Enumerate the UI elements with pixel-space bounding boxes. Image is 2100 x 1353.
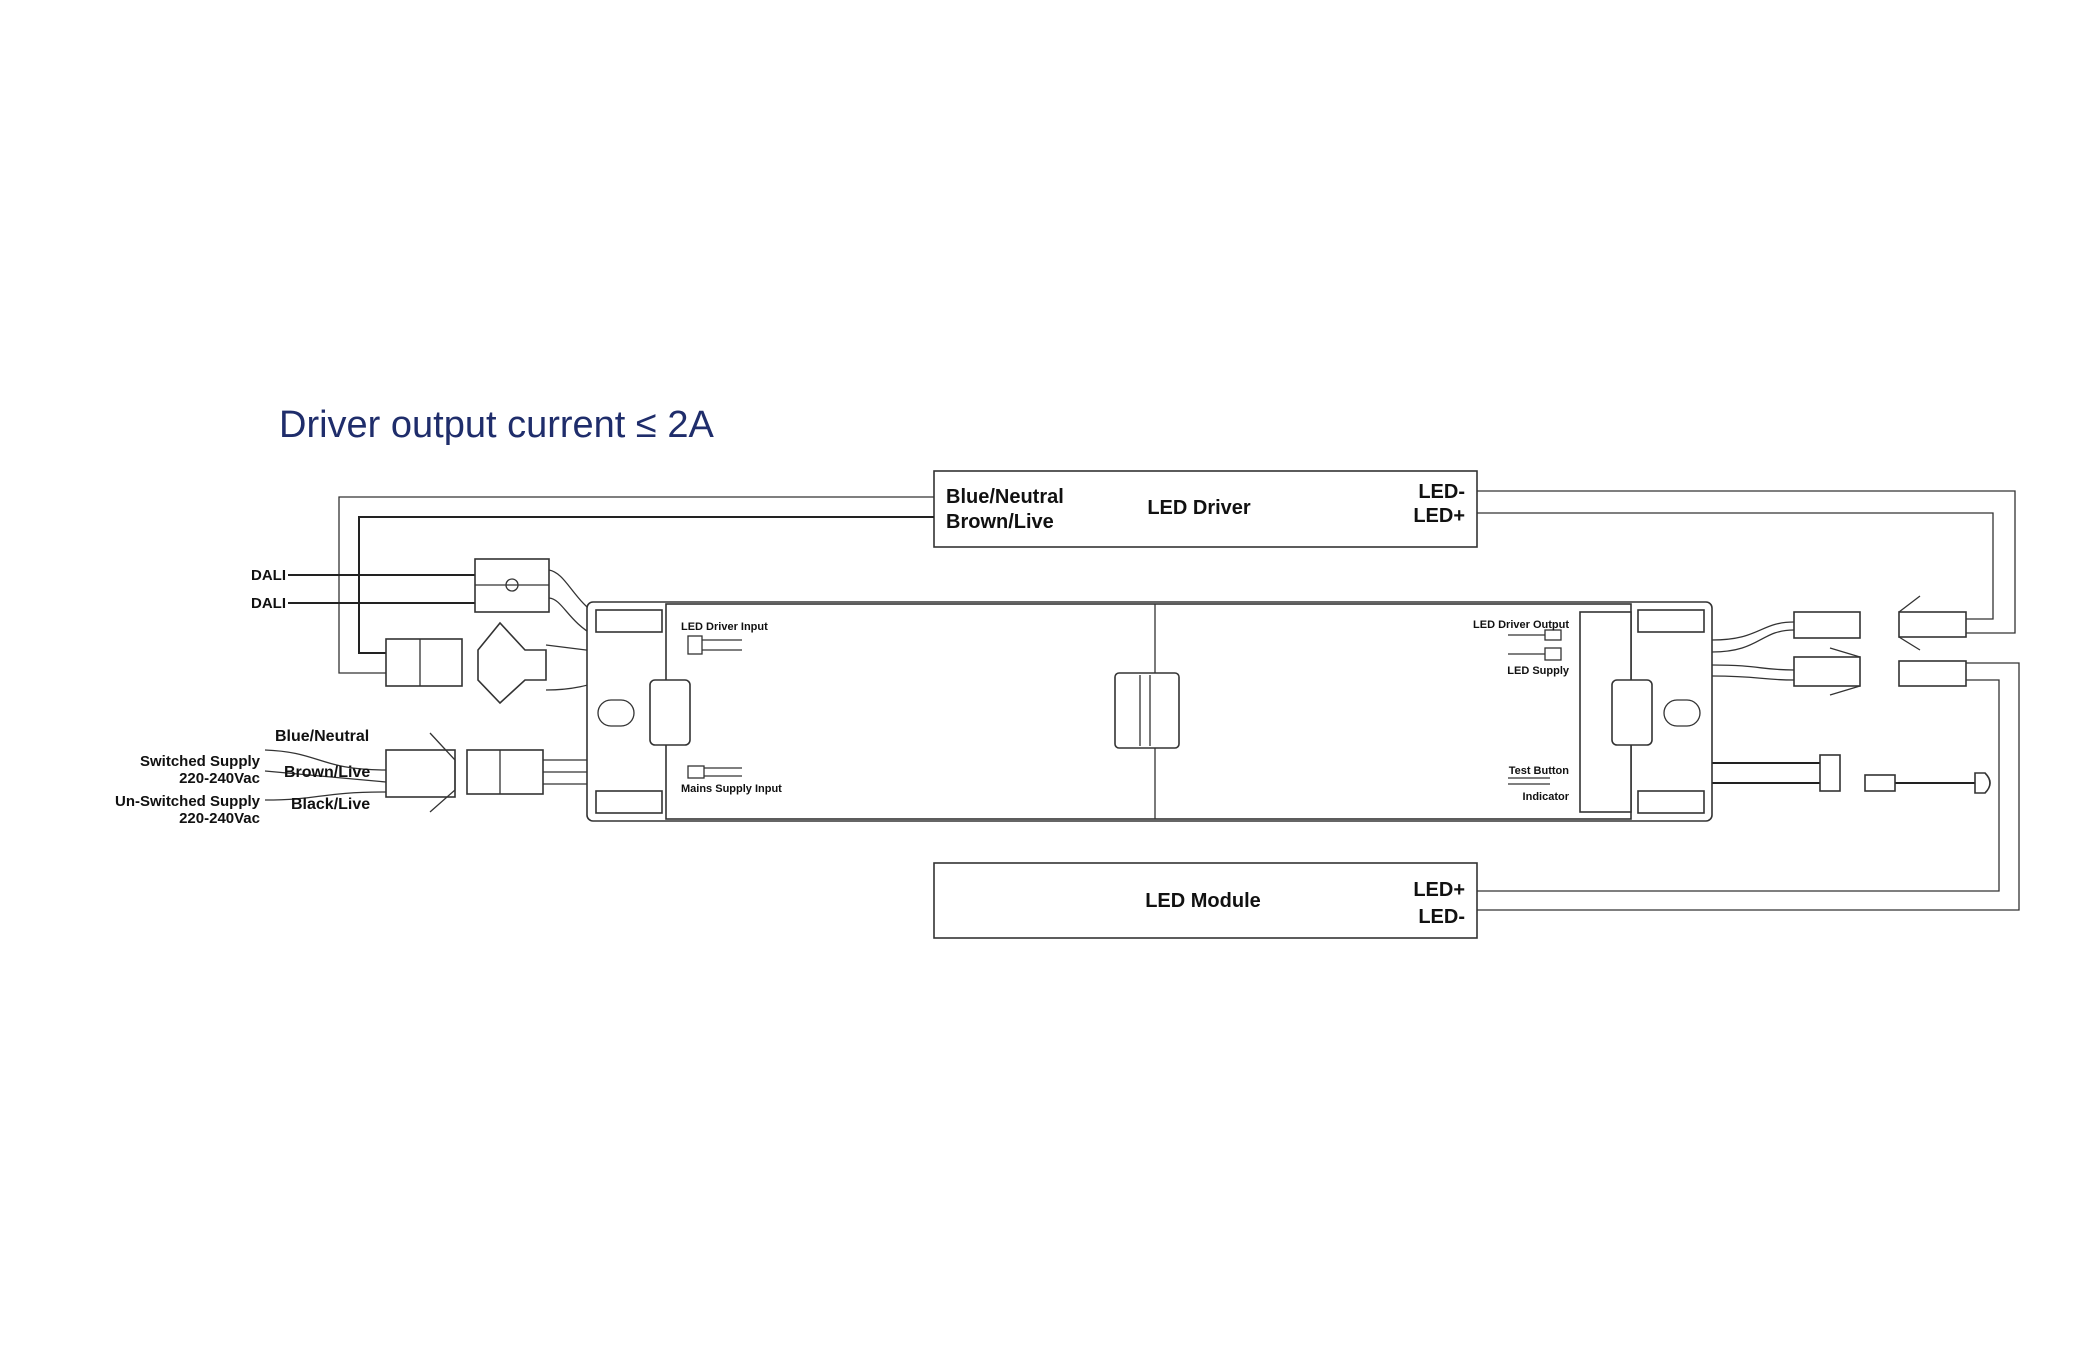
module-in-pos: LED+ <box>1413 879 1465 901</box>
diagram-title: Driver output current ≤ 2A <box>279 404 714 446</box>
led-driver-input-port <box>687 635 703 655</box>
input-labels: DALI DALI Blue/Neutral Brown/Live Black/… <box>115 567 370 827</box>
led-module-box: LED Module LED+ LED- <box>933 862 1478 939</box>
connectors <box>385 558 1991 813</box>
mains-supply-input-port <box>687 765 705 779</box>
label-switched-voltage: 220-240Vac <box>179 770 260 787</box>
label-led-driver-output: LED Driver Output <box>1473 619 1569 631</box>
label-led-driver-input: LED Driver Input <box>681 621 768 633</box>
driver-input-neutral: Blue/Neutral <box>946 486 1064 508</box>
led-module-label: LED Module <box>1145 890 1261 912</box>
label-switched-supply: Switched Supply <box>140 753 261 770</box>
label-mains-supply-input: Mains Supply Input <box>681 783 782 795</box>
label-brown-live: Brown/Live <box>284 764 370 781</box>
driver-input-live: Brown/Live <box>946 511 1054 533</box>
driver-out-pos: LED+ <box>1413 505 1465 527</box>
driver-out-neg: LED- <box>1418 481 1465 503</box>
emergency-unit: LED Driver Input Mains Supply Input LED … <box>586 601 1713 822</box>
label-blue-neutral: Blue/Neutral <box>275 728 369 745</box>
wires <box>264 490 2020 911</box>
led-driver-label: LED Driver <box>1147 497 1251 519</box>
module-in-neg: LED- <box>1418 906 1465 928</box>
label-unswitched-voltage: 220-240Vac <box>179 810 260 827</box>
label-unswitched-supply: Un-Switched Supply <box>115 793 261 810</box>
led-driver-box: Blue/Neutral Brown/Live LED Driver LED- … <box>933 470 1478 548</box>
label-test-button: Test Button <box>1509 765 1570 777</box>
label-black-live: Black/Live <box>291 796 370 813</box>
dali-label-2: DALI <box>251 595 286 612</box>
center-clip <box>1114 672 1180 749</box>
dali-label-1: DALI <box>251 567 286 584</box>
label-indicator: Indicator <box>1523 791 1570 803</box>
label-led-supply: LED Supply <box>1507 665 1570 677</box>
